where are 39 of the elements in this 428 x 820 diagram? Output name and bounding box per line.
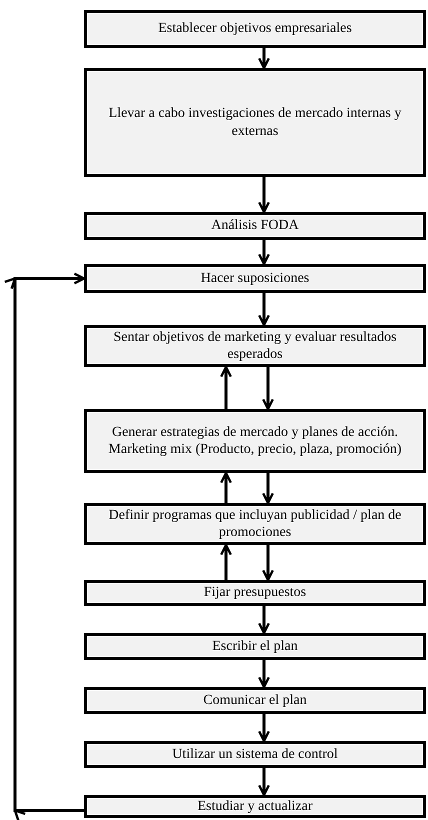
process-box bbox=[84, 264, 426, 293]
process-box bbox=[84, 580, 426, 606]
step-text: Escribir el plan bbox=[212, 638, 298, 656]
step-text: Generar estrategias de mercado y planes de acción. Marketing mix (Producto, precio, plaza, promoción) bbox=[107, 424, 403, 458]
step-text: Utilizar un sistema de control bbox=[172, 746, 338, 764]
step-text: Comunicar el plan bbox=[203, 692, 307, 710]
step-text: Llevar a cabo investigaciones de mercado internas y externas bbox=[108, 105, 402, 140]
process-box bbox=[84, 795, 426, 818]
arrow bbox=[262, 367, 274, 410]
arrow bbox=[258, 606, 270, 634]
step-text: Sentar objetivos de marketing y evaluar resultados esperados bbox=[112, 328, 398, 364]
step-text: Establecer objetivos empresariales bbox=[158, 20, 352, 38]
arrow bbox=[220, 472, 232, 503]
process-box bbox=[84, 325, 426, 367]
process-box bbox=[84, 741, 426, 768]
arrow bbox=[258, 48, 270, 70]
process-box bbox=[84, 212, 426, 240]
process-box bbox=[84, 687, 426, 714]
arrow bbox=[258, 660, 270, 688]
arrow bbox=[220, 366, 232, 409]
arrow bbox=[258, 240, 270, 266]
arrow bbox=[4, 272, 84, 820]
step-text: Definir programas que incluyan publicidad / plan de promociones bbox=[108, 506, 402, 542]
process-box bbox=[84, 503, 426, 545]
step-text: Fijar presupuestos bbox=[204, 584, 306, 602]
step-text: Hacer suposiciones bbox=[200, 270, 310, 288]
process-box bbox=[84, 633, 426, 660]
arrow bbox=[258, 768, 270, 796]
arrow bbox=[258, 177, 270, 214]
arrow bbox=[262, 545, 274, 582]
arrow bbox=[220, 544, 232, 580]
arrow bbox=[258, 293, 270, 326]
process-box bbox=[84, 409, 426, 473]
process-box bbox=[84, 68, 426, 177]
arrow bbox=[262, 473, 274, 504]
step-text: Análisis FODA bbox=[211, 217, 299, 235]
step-text: Estudiar y actualizar bbox=[197, 798, 313, 816]
process-box bbox=[84, 10, 426, 48]
arrow bbox=[258, 714, 270, 742]
